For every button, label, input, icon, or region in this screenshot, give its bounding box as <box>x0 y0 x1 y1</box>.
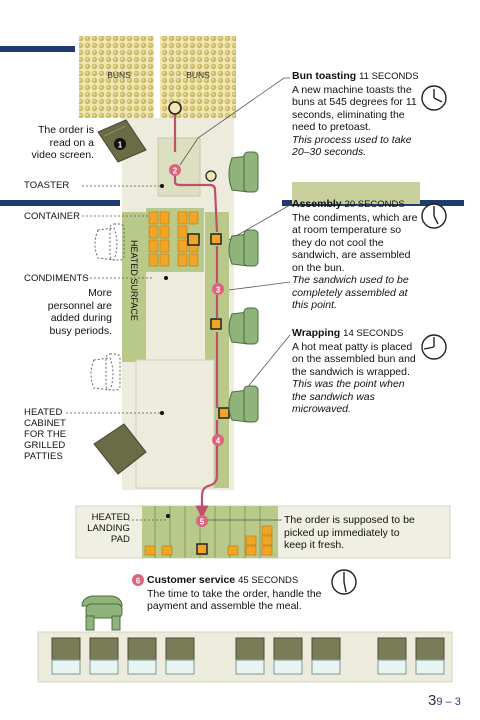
step-badge-1: 1 <box>114 138 126 150</box>
bun-tray-left <box>79 36 154 118</box>
toaster-output-marker <box>205 170 217 182</box>
assembly-title: Assembly <box>292 198 342 210</box>
more-personnel-label: More personnel are added during busy per… <box>47 287 112 337</box>
step-badge-2: 2 <box>169 164 181 176</box>
heated-cabinet-label: HEATED CABINET FOR THE GRILLED PATTIES <box>24 407 67 462</box>
clock-icon-2 <box>421 203 447 229</box>
bun-pickup-marker <box>168 101 182 115</box>
svg-text:1: 1 <box>118 141 123 150</box>
landing-pad-slots <box>154 506 261 558</box>
clock-icon-4 <box>331 569 357 595</box>
wrapping-note: This was the point when the sandwich was… <box>292 378 405 415</box>
svg-text:5: 5 <box>200 518 205 527</box>
bun-toasting-seconds: 11 SECONDS <box>359 71 419 82</box>
svg-text:6: 6 <box>136 577 141 586</box>
page-number-small: 9 – 3 <box>436 696 461 708</box>
buns-label-left: BUNS <box>107 70 131 80</box>
container-label: CONTAINER <box>24 211 81 222</box>
bun-toasting-desc: A new machine toasts the buns at 545 deg… <box>292 83 417 134</box>
heated-landing-pad-label: HEATED LANDING PAD <box>87 512 130 545</box>
sandwich-tokens <box>187 233 230 555</box>
bun-toasting-title: Bun toasting <box>292 70 357 82</box>
customer-service-title: Customer service <box>147 574 236 586</box>
svg-text:3: 3 <box>216 286 221 295</box>
customer-service-block: Customer service 45 SECONDS The time to … <box>147 574 327 613</box>
chair-icon <box>228 151 259 193</box>
navy-band-mid <box>0 200 120 206</box>
clock-icon <box>421 85 447 111</box>
chair-icon-3 <box>228 307 259 345</box>
flow-route <box>173 108 219 512</box>
svg-text:2: 2 <box>173 167 178 176</box>
assembly-label-bg <box>292 182 420 204</box>
assembly-seconds: 20 SECONDS <box>344 199 405 210</box>
order-screen-label: The order is read on a video screen. <box>31 124 94 161</box>
buns-label-right: BUNS <box>186 70 210 80</box>
chair-icon-customer <box>81 595 123 631</box>
wrapping-seconds: 14 SECONDS <box>343 328 404 339</box>
step-badge-6: 6 <box>132 574 144 586</box>
register-icon <box>51 637 445 675</box>
bun-toasting-block: Bun toasting 11 SECONDS A new machine to… <box>292 70 420 159</box>
wrapping-title: Wrapping <box>292 327 341 339</box>
clock-icon-3 <box>421 334 447 360</box>
landing-pad-boxes <box>144 525 273 556</box>
pickup-note: The order is supposed to be picked up im… <box>284 514 415 551</box>
condiments-label: CONDIMENTS <box>24 273 89 284</box>
svg-text:4: 4 <box>216 437 221 446</box>
step-badge-3: 3 <box>212 283 224 295</box>
heated-surface-strip <box>122 212 146 362</box>
chair-icon-4 <box>228 385 259 423</box>
customer-service-seconds: 45 SECONDS <box>238 575 299 586</box>
wrapping-block: Wrapping 14 SECONDS A hot meat patty is … <box>292 327 418 416</box>
assembly-desc: The condiments, which are at room temper… <box>292 211 418 274</box>
customer-service-desc: The time to take the order, handle the p… <box>147 587 322 613</box>
wrapping-desc: A hot meat patty is placed on the assemb… <box>292 340 416 378</box>
step-badge-4: 4 <box>212 434 224 446</box>
extra-staff-outline <box>90 223 125 391</box>
assembly-block: Assembly 20 SECONDS The condiments, whic… <box>292 198 418 312</box>
step-badge-5: 5 <box>196 515 208 527</box>
page-number-main: 3 <box>428 692 437 709</box>
chair-icon-2 <box>228 229 259 267</box>
navy-band-top <box>0 46 75 52</box>
heated-cabinet <box>135 359 215 489</box>
condiment-bins <box>148 211 199 267</box>
heated-surface-label: HEATED SURFACE <box>129 240 139 321</box>
page-number: 39 – 3 <box>428 692 461 709</box>
toaster-label: TOASTER <box>24 180 70 191</box>
assembly-note: The sandwich used to be completely assem… <box>292 274 409 311</box>
cabinet-screen-icon <box>93 423 147 475</box>
bun-toasting-note: This process used to take 20–30 seconds. <box>292 133 412 159</box>
leader-dots <box>160 184 170 518</box>
